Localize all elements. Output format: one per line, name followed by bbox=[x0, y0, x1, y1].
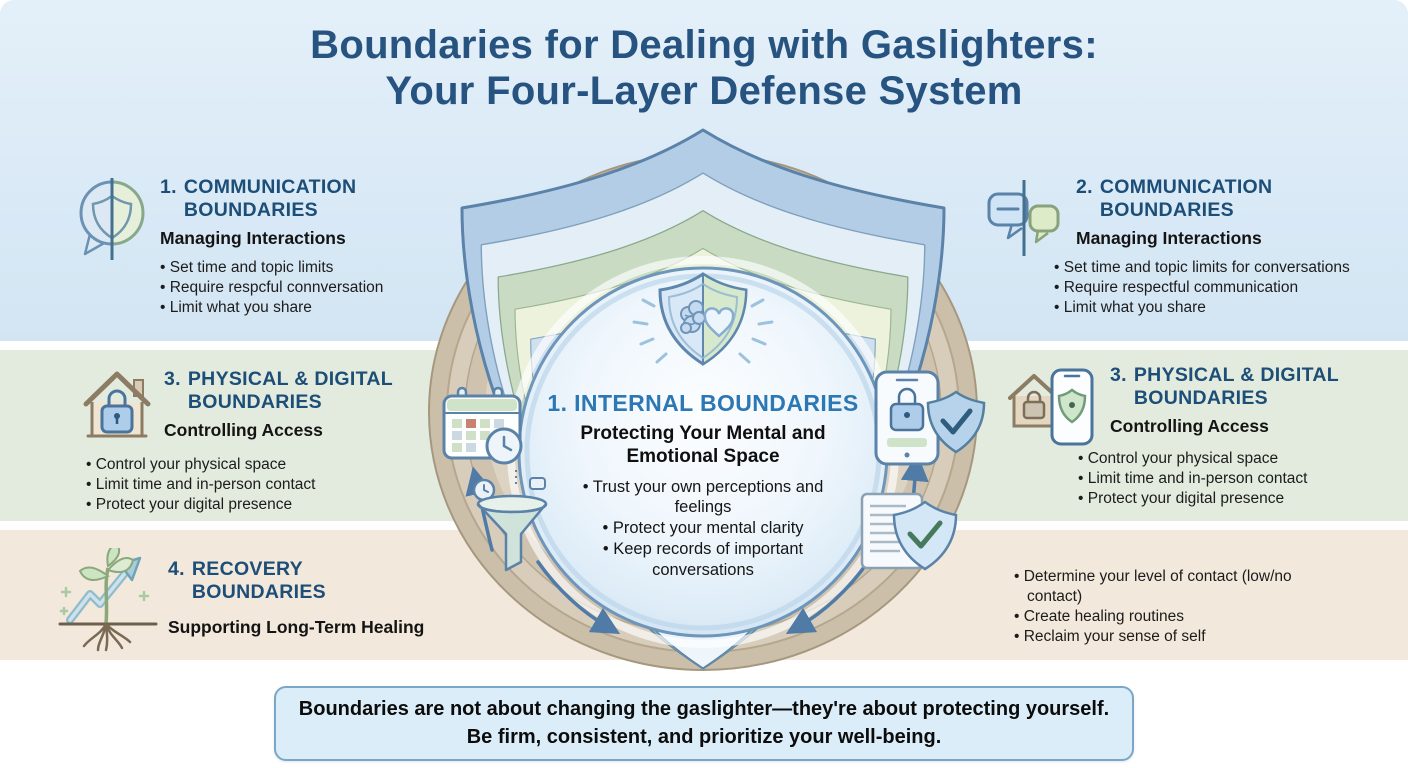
bullet: Protect your mental clarity bbox=[577, 518, 829, 539]
bullet: Set time and topic limits bbox=[160, 258, 446, 278]
section-recovery-right-bullets: Determine your level of contact (low/no … bbox=[1014, 567, 1324, 648]
phone-lock-check-icon bbox=[874, 370, 986, 466]
internal-boundaries-subtitle: Protecting Your Mental and Emotional Spa… bbox=[580, 423, 826, 467]
calendar-clock-icon bbox=[442, 386, 523, 465]
sparkles bbox=[59, 586, 150, 616]
footer-callout: Boundaries are not about changing the ga… bbox=[274, 686, 1134, 762]
house-phone-shield-icon bbox=[1008, 368, 1094, 446]
section-subtitle: Supporting Long-Term Healing bbox=[168, 616, 425, 637]
brain-heart-shield-icon bbox=[632, 272, 774, 366]
section-number: 2. bbox=[1076, 176, 1093, 198]
section-heading: 3. PHYSICAL & DIGITAL BOUNDARIES bbox=[1110, 364, 1339, 410]
bullet: Require respectful communication bbox=[1054, 278, 1406, 298]
section-bullets: Control your physical space Limit time a… bbox=[1078, 449, 1400, 509]
section-recovery-left: 4. RECOVERY BOUNDARIES Supporting Long-T… bbox=[56, 548, 486, 652]
bullet: Protect your digital presence bbox=[86, 495, 444, 515]
roots bbox=[82, 622, 132, 652]
section-number: 1. bbox=[160, 176, 177, 198]
speech-bubble-shield-icon bbox=[79, 178, 145, 260]
page-title-line2: Your Four-Layer Defense System bbox=[385, 69, 1023, 113]
bullet: Set time and topic limits for conversati… bbox=[1054, 258, 1406, 278]
footer-line2: Be firm, consistent, and prioritize your… bbox=[466, 725, 942, 748]
section-communication-right: 2. COMMUNICATION BOUNDARIES Managing Int… bbox=[984, 170, 1394, 318]
bullet: Determine your level of contact (low/no … bbox=[1014, 567, 1324, 607]
bullet: Control your physical space bbox=[86, 455, 444, 475]
section-number: 3. bbox=[1110, 364, 1127, 386]
section-heading: 3. PHYSICAL & DIGITAL BOUNDARIES bbox=[164, 368, 393, 414]
section-subtitle: Controlling Access bbox=[164, 419, 323, 440]
bullet: Protect your digital presence bbox=[1078, 489, 1400, 509]
house-lock-icon bbox=[83, 371, 151, 438]
section-subtitle: Managing Interactions bbox=[160, 227, 346, 248]
section-subtitle: Managing Interactions bbox=[1076, 227, 1262, 248]
internal-boundaries-bullets: Trust your own perceptions and feelings … bbox=[577, 477, 829, 581]
funnel-icon bbox=[472, 470, 548, 572]
section-number: 4. bbox=[168, 558, 185, 580]
radiance-dashes bbox=[632, 298, 774, 364]
bullet: Limit what you share bbox=[1054, 298, 1406, 318]
section-bullets: Control your physical space Limit time a… bbox=[86, 455, 444, 515]
page-title: Boundaries for Dealing with Gaslighters:… bbox=[0, 22, 1408, 114]
section-subtitle: Controlling Access bbox=[1110, 415, 1269, 436]
section-communication-left: 1. COMMUNICATION BOUNDARIES Managing Int… bbox=[74, 170, 446, 318]
section-bullets: Set time and topic limits Require respcf… bbox=[160, 258, 446, 318]
section-heading: 2. COMMUNICATION BOUNDARIES bbox=[1076, 176, 1273, 222]
bullet: Control your physical space bbox=[1078, 449, 1400, 469]
arrow-down-left bbox=[536, 560, 621, 634]
bullet: Limit what you share bbox=[160, 298, 446, 318]
section-physical-right: 3. PHYSICAL & DIGITAL BOUNDARIES Control… bbox=[1008, 356, 1400, 509]
bullet: Trust your own perceptions and feelings bbox=[577, 477, 829, 519]
internal-boundaries-panel: 1. INTERNAL BOUNDARIES Protecting Your M… bbox=[538, 390, 868, 581]
internal-boundaries-heading: 1. INTERNAL BOUNDARIES bbox=[547, 390, 859, 416]
bullet: Keep records of important conversations bbox=[577, 539, 829, 581]
bullet: Require respcful connversation bbox=[160, 278, 446, 298]
document-shield-check-icon bbox=[860, 492, 958, 571]
bullet: Create healing routines bbox=[1014, 607, 1324, 627]
bullet: Limit time and in-person contact bbox=[86, 475, 444, 495]
heart-half bbox=[703, 307, 735, 338]
page-title-line1: Boundaries for Dealing with Gaslighters: bbox=[310, 23, 1098, 67]
section-heading: 1. COMMUNICATION BOUNDARIES bbox=[160, 176, 357, 222]
bullet: Limit time and in-person contact bbox=[1078, 469, 1400, 489]
arrow-down-right bbox=[785, 560, 870, 634]
plant-growth-arrow-icon bbox=[58, 548, 158, 652]
section-bullets: Set time and topic limits for conversati… bbox=[1054, 258, 1406, 318]
footer-line1: Boundaries are not about changing the ga… bbox=[298, 698, 1110, 720]
section-heading: 4. RECOVERY BOUNDARIES bbox=[168, 558, 326, 604]
section-physical-left: 3. PHYSICAL & DIGITAL BOUNDARIES Control… bbox=[74, 360, 444, 515]
dual-speech-bubbles-icon bbox=[987, 180, 1060, 256]
bullet: Reclaim your sense of self bbox=[1014, 627, 1324, 647]
section-number: 3. bbox=[164, 368, 181, 390]
